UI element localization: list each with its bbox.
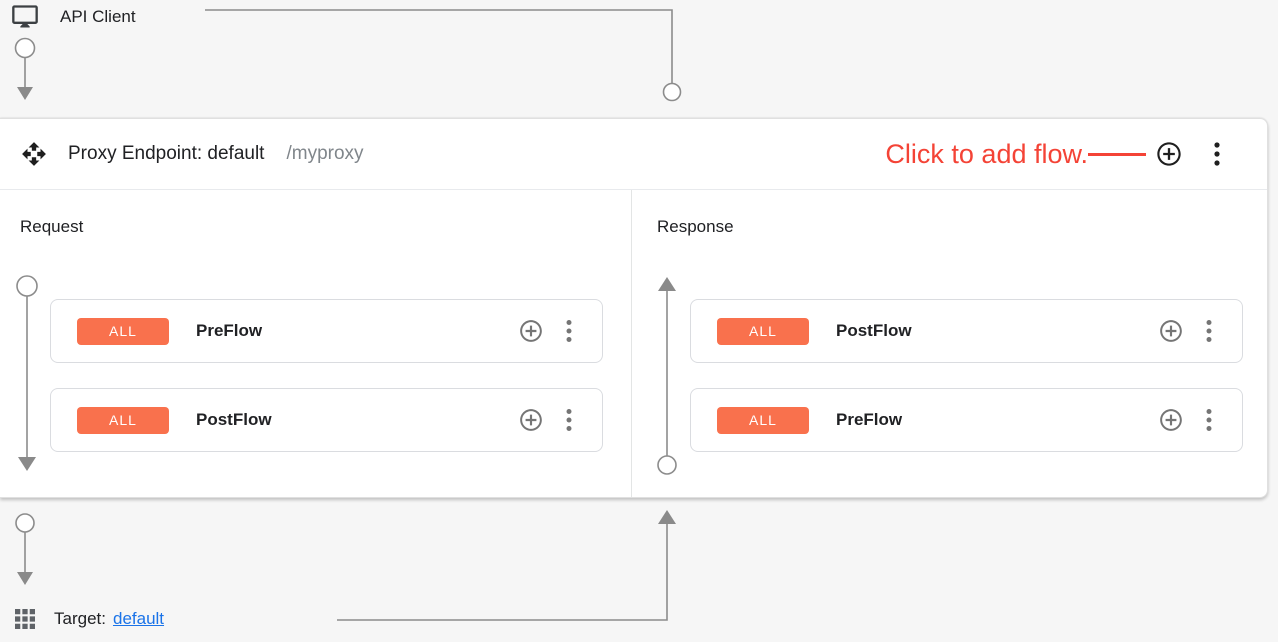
response-column-label: Response (657, 217, 734, 236)
flow-menu-button[interactable] (1200, 318, 1218, 344)
api-client: API Client (8, 2, 136, 32)
target-row: Target: default (15, 609, 164, 629)
add-circle-icon (520, 320, 542, 342)
request-response-divider (631, 190, 632, 497)
flow-card-request-preflow[interactable]: ALL PreFlow (50, 299, 603, 363)
flow-card-response-preflow[interactable]: ALL PreFlow (690, 388, 1243, 452)
kebab-menu-icon (566, 409, 572, 431)
add-circle-icon (520, 409, 542, 431)
condition-badge: ALL (77, 406, 169, 434)
add-flow-annotation: Click to add flow. (885, 139, 1146, 170)
kebab-menu-icon (566, 320, 572, 342)
request-column-label: Request (20, 217, 84, 236)
flow-card-request-postflow[interactable]: ALL PostFlow (50, 388, 603, 452)
endpoint-menu-button[interactable] (1207, 140, 1227, 168)
add-flow-button[interactable] (1155, 140, 1183, 168)
add-circle-icon (1160, 320, 1182, 342)
proxy-endpoint-title: Proxy Endpoint: default (68, 143, 265, 164)
add-circle-icon (1160, 409, 1182, 431)
flow-card-response-postflow[interactable]: ALL PostFlow (690, 299, 1243, 363)
kebab-menu-icon (1206, 320, 1212, 342)
flow-name: PostFlow (836, 321, 912, 340)
flow-name: PreFlow (836, 410, 903, 429)
move-icon (21, 141, 47, 167)
condition-badge: ALL (77, 317, 169, 345)
flow-menu-button[interactable] (560, 407, 578, 433)
kebab-menu-icon (1206, 409, 1212, 431)
target-default-link[interactable]: default (112, 609, 165, 628)
condition-badge: ALL (717, 406, 809, 434)
flow-name: PostFlow (196, 410, 272, 429)
flow-menu-button[interactable] (560, 318, 578, 344)
proxy-endpoint-header: Proxy Endpoint: default /myproxy Click t… (0, 119, 1267, 190)
add-policy-button[interactable] (518, 407, 544, 433)
apps-grid-icon (15, 609, 35, 629)
condition-badge: ALL (717, 317, 809, 345)
proxy-endpoint-path: /myproxy (286, 143, 364, 164)
add-policy-button[interactable] (1158, 318, 1184, 344)
flow-name: PreFlow (196, 321, 263, 340)
proxy-endpoint-panel: Proxy Endpoint: default /myproxy Click t… (0, 118, 1268, 498)
target-label: Target: (54, 609, 106, 628)
add-policy-button[interactable] (518, 318, 544, 344)
add-flow-annotation-text: Click to add flow. (885, 138, 1088, 169)
annotation-pointer-line (1088, 152, 1146, 156)
monitor-icon (8, 2, 42, 32)
add-policy-button[interactable] (1158, 407, 1184, 433)
api-client-label: API Client (60, 7, 136, 26)
add-circle-icon (1157, 142, 1181, 166)
proxy-endpoint-body: Request Response ALL PreFlow ALL PostFlo… (0, 190, 1267, 497)
flow-menu-button[interactable] (1200, 407, 1218, 433)
kebab-menu-icon (1214, 142, 1220, 166)
